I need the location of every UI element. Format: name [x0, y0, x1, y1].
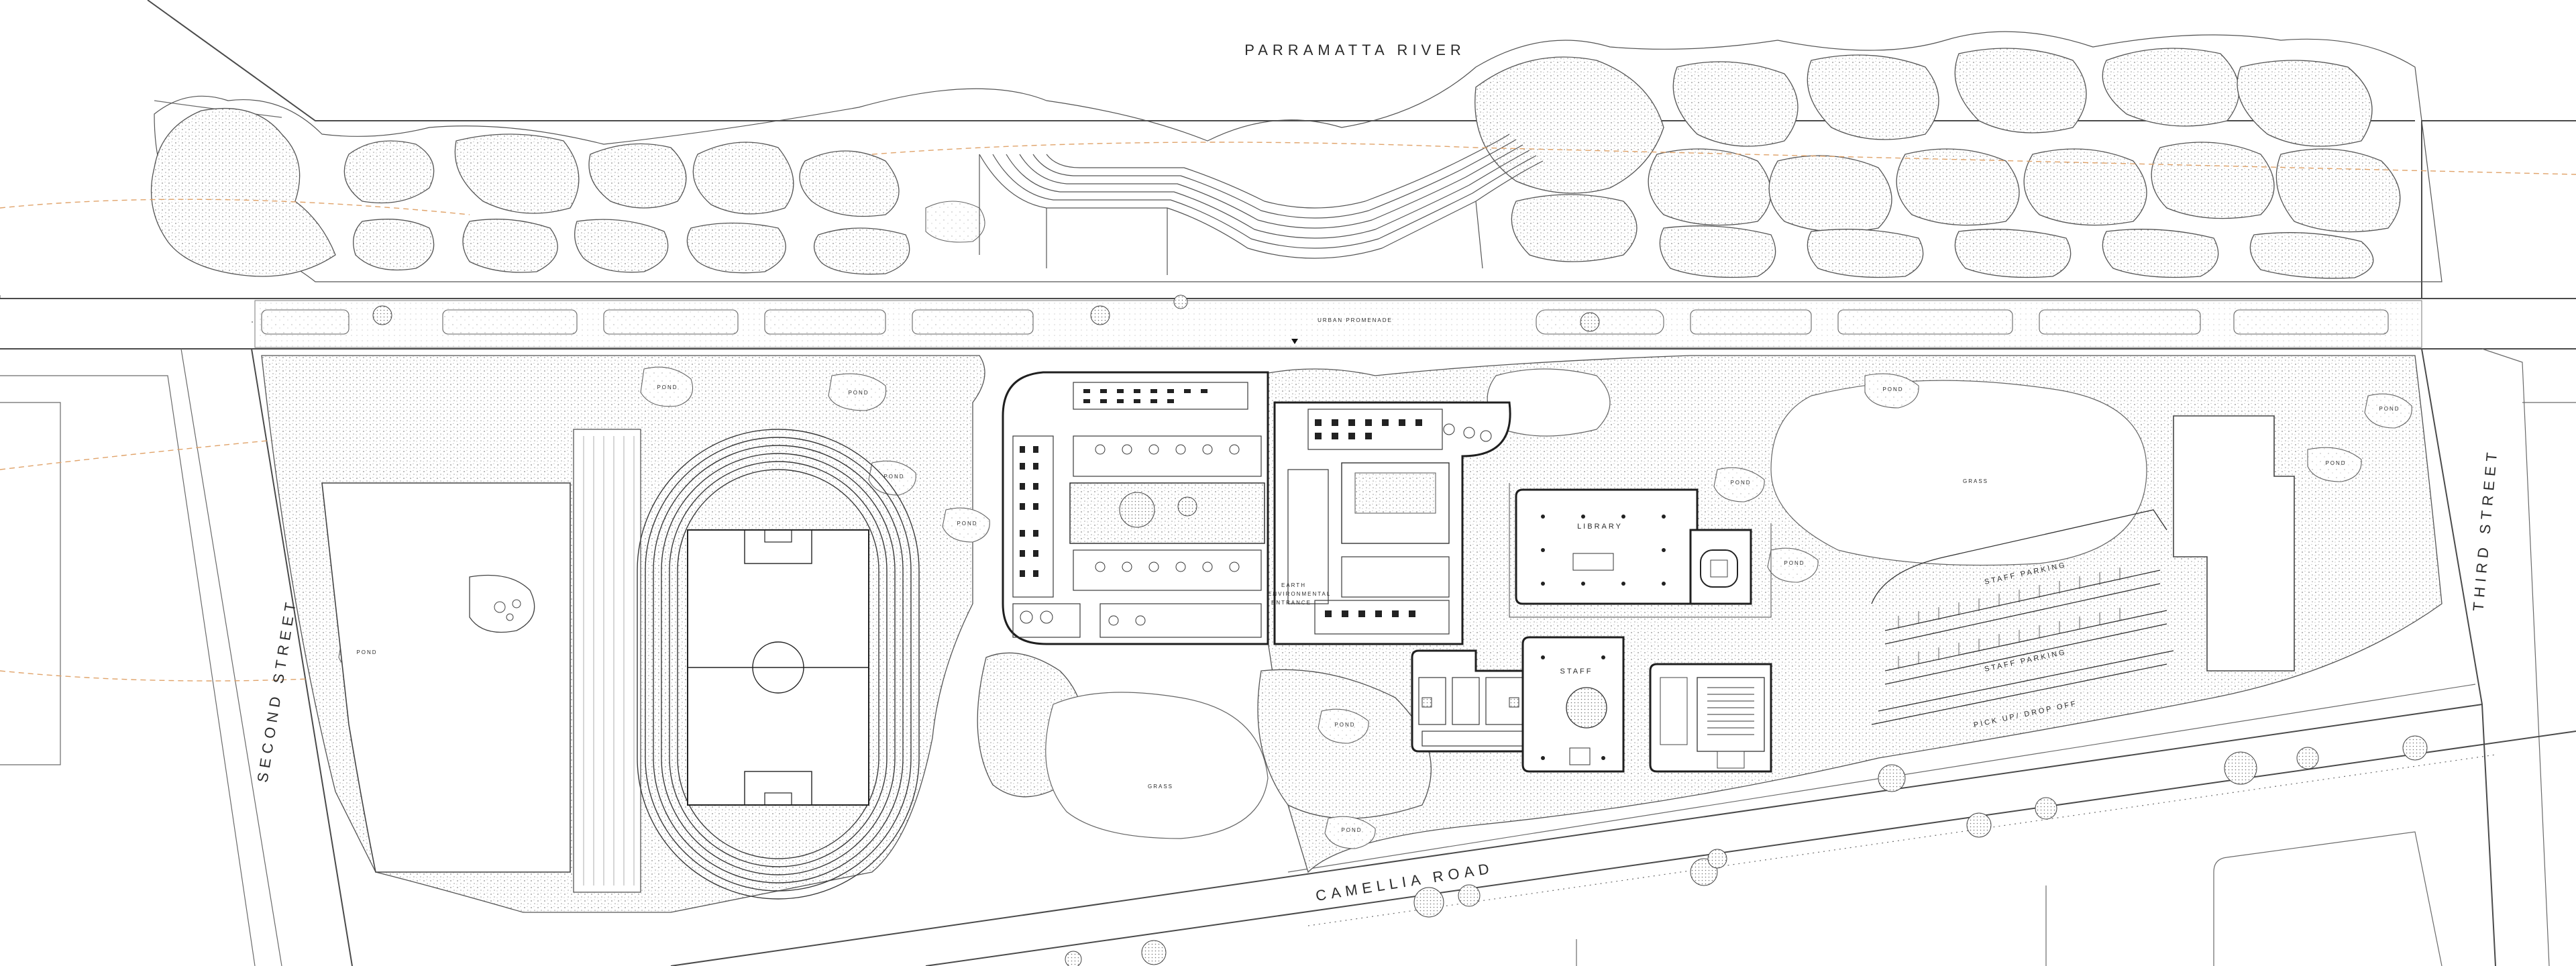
- pond-label-7: POND: [1784, 560, 1805, 566]
- riverbank-vegetation: [150, 48, 2401, 279]
- terraced-steps: [979, 133, 1544, 275]
- street-trees: [1065, 735, 2428, 966]
- library-label: LIBRARY: [1577, 523, 1623, 531]
- entry-marker-icon: [1291, 339, 1298, 344]
- pond-label-12: POND: [2379, 406, 2400, 412]
- west-sports-court: [321, 482, 571, 873]
- classroom-building: [1002, 371, 1269, 645]
- central-building: [1273, 401, 1511, 645]
- library-building: [1509, 483, 1772, 618]
- athletics-track: [573, 429, 920, 900]
- river-foreshore: [154, 31, 2443, 282]
- earth-entrance-label-2: ENVIRONMENTAL: [1268, 591, 1331, 597]
- staff-building: [1521, 636, 1625, 773]
- grass-areas: [1045, 368, 2147, 839]
- pond-label-10: POND: [1334, 722, 1355, 728]
- hall-building: [1649, 663, 1772, 773]
- pond-label-2: POND: [848, 390, 869, 396]
- pond-label-1: POND: [657, 384, 678, 390]
- grass-label-east: GRASS: [1963, 478, 1988, 484]
- pond-label-8: POND: [1882, 386, 1903, 392]
- second-street-label: SECOND STREET: [254, 597, 299, 784]
- pond-label-9: POND: [2325, 460, 2346, 466]
- south-west-building: [1411, 649, 1538, 753]
- promenade-label: URBAN PROMENADE: [1318, 317, 1393, 323]
- staff-label: STAFF: [1560, 667, 1593, 676]
- river-label: PARRAMATTA RIVER: [1244, 42, 1466, 58]
- urban-promenade: [254, 294, 2422, 348]
- east-building: [2173, 415, 2295, 672]
- pond-label-5: POND: [356, 649, 377, 655]
- pond-label-11: POND: [1341, 827, 1362, 833]
- earth-entrance-label-3: ENTRANCE: [1271, 600, 1311, 606]
- pond-label-4: POND: [957, 521, 977, 527]
- pond-label-3: POND: [883, 474, 904, 480]
- earth-entrance-label-1: EARTH: [1281, 582, 1306, 588]
- third-street-label: THIRD STREET: [2469, 447, 2500, 612]
- grass-label-south: GRASS: [1148, 784, 1173, 790]
- staff-parking: [1871, 509, 2174, 725]
- pond-label-6: POND: [1730, 480, 1751, 486]
